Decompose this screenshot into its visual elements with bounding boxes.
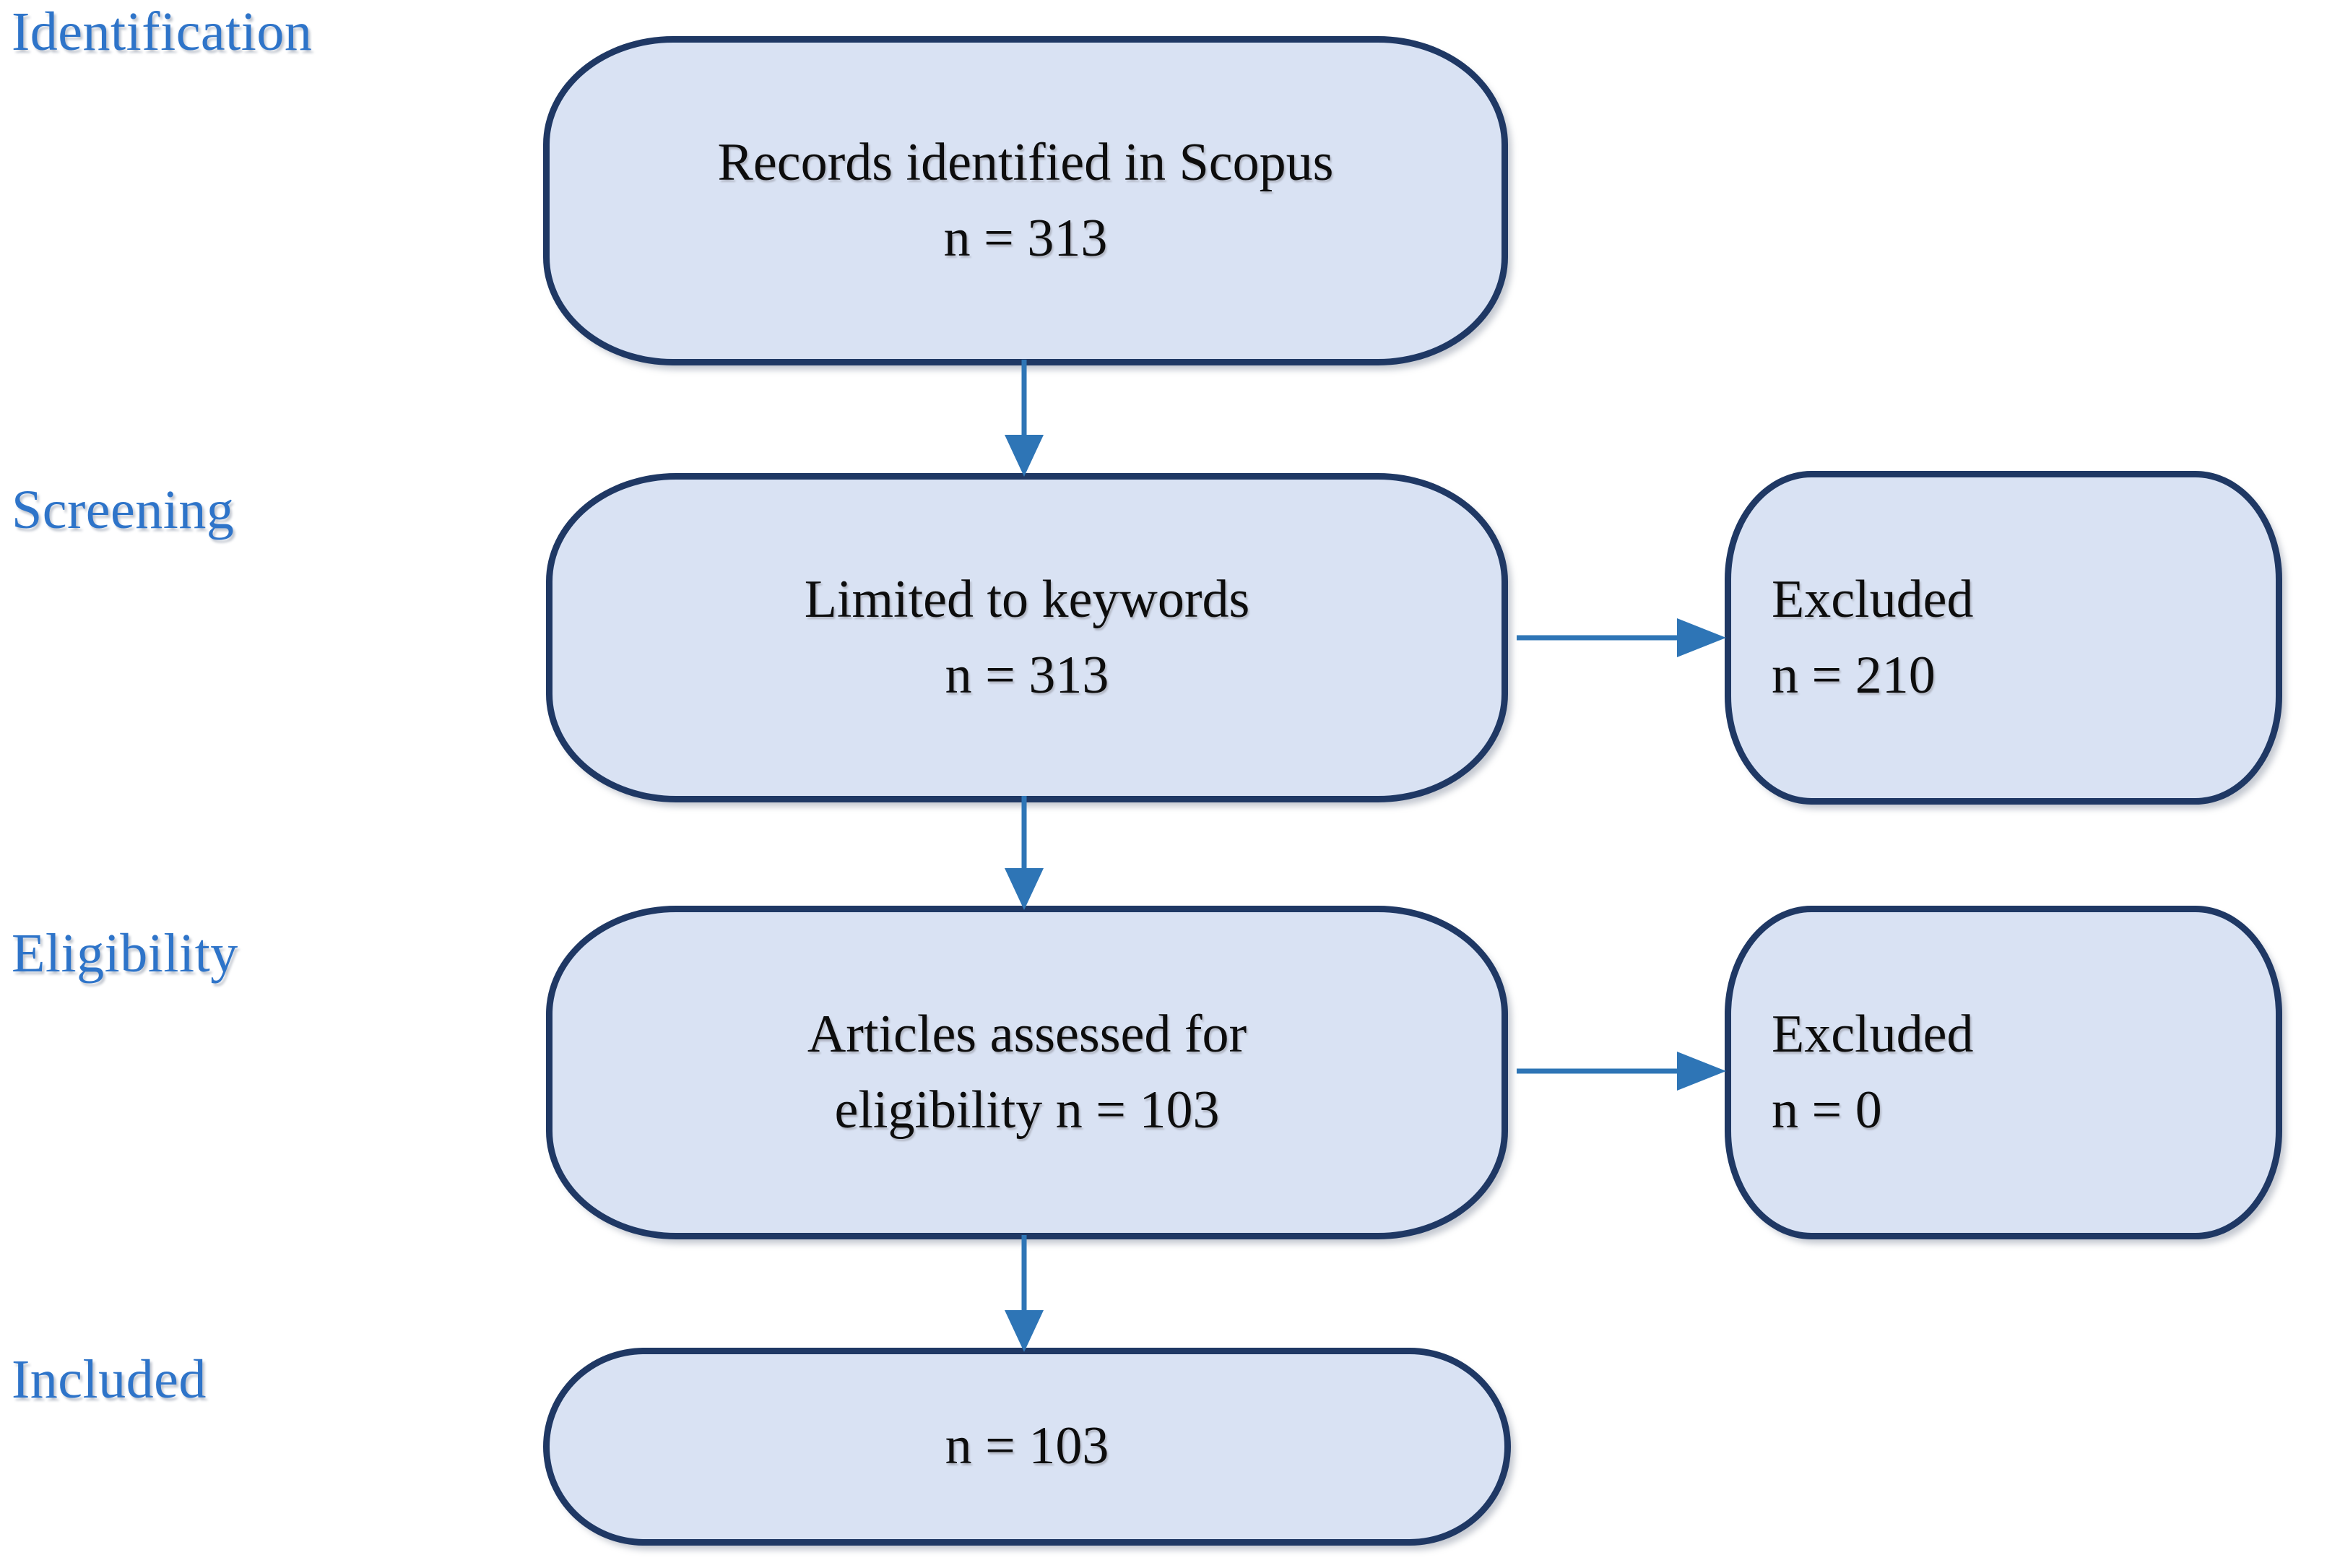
arrow-right-keywords-to-excluded — [1517, 615, 1730, 660]
box-articles-assessed-line1: Articles assessed for — [807, 1004, 1247, 1064]
box-included-total: n = 103 — [543, 1348, 1511, 1546]
box-excluded-eligibility-line1: Excluded — [1772, 1004, 1974, 1064]
arrow-down-identified-to-keywords — [1000, 360, 1048, 477]
stage-label-screening: Screening — [12, 480, 235, 540]
box-limited-to-keywords-line2: n = 313 — [945, 646, 1109, 705]
box-excluded-screening: Excluded n = 210 — [1725, 471, 2282, 805]
arrow-down-eligibility-to-included — [1000, 1235, 1048, 1352]
box-articles-assessed-line2: eligibility n = 103 — [834, 1080, 1220, 1140]
stage-label-eligibility: Eligibility — [12, 923, 238, 984]
arrow-down-keywords-to-eligibility — [1000, 796, 1048, 910]
box-limited-to-keywords: Limited to keywords n = 313 — [546, 473, 1508, 802]
box-records-identified: Records identified in Scopus n = 313 — [543, 36, 1508, 365]
arrow-right-eligibility-to-excluded — [1517, 1049, 1730, 1093]
stage-label-included: Included — [12, 1349, 207, 1410]
box-records-identified-line2: n = 313 — [943, 209, 1108, 268]
box-excluded-screening-line2: n = 210 — [1772, 646, 1936, 705]
box-included-total-line1: n = 103 — [945, 1416, 1109, 1476]
box-excluded-eligibility: Excluded n = 0 — [1725, 906, 2282, 1239]
box-excluded-screening-line1: Excluded — [1772, 569, 1974, 629]
box-records-identified-line1: Records identified in Scopus — [717, 132, 1334, 192]
stage-label-identification: Identification — [12, 1, 313, 62]
box-articles-assessed: Articles assessed for eligibility n = 10… — [546, 906, 1508, 1239]
box-limited-to-keywords-line1: Limited to keywords — [804, 569, 1250, 629]
box-excluded-eligibility-line2: n = 0 — [1772, 1080, 1882, 1140]
